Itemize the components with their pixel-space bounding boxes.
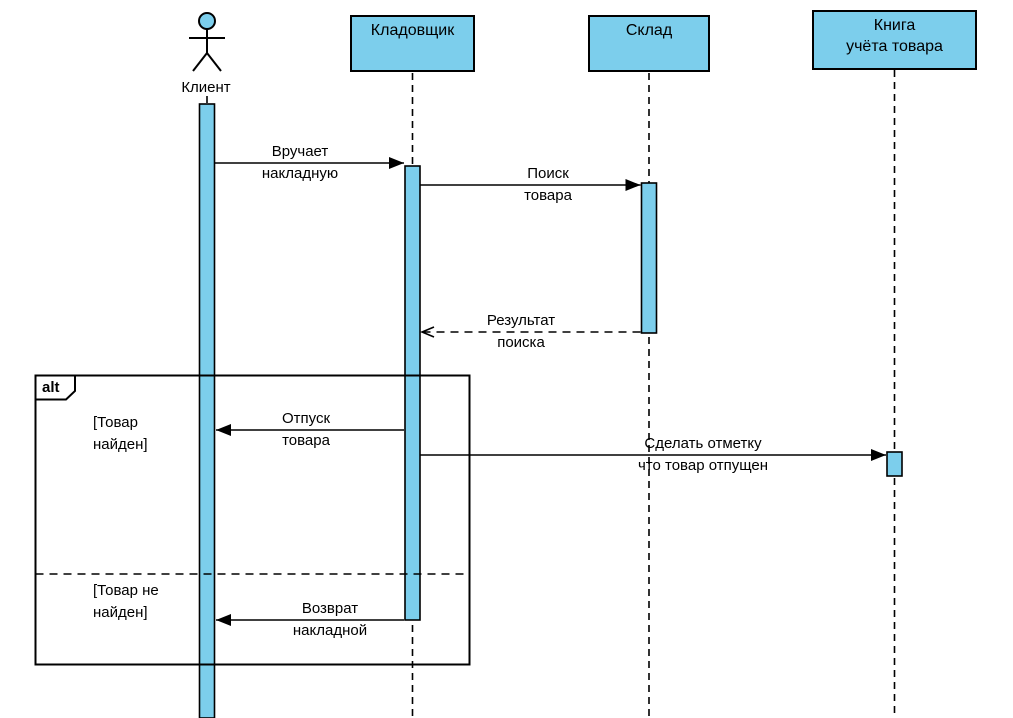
participant-warehouse: Склад bbox=[588, 15, 710, 72]
message-label-mark-released: Сделать отметку что товар отпущен bbox=[637, 435, 769, 474]
activation-storekeeper bbox=[404, 165, 421, 621]
actor-left-leg bbox=[192, 52, 208, 72]
activation-ledger bbox=[886, 451, 903, 477]
message-label-search-result: Результат поиска bbox=[486, 312, 556, 351]
message-label-return-invoice: Возврат накладной bbox=[292, 600, 368, 639]
message-label-release-goods: Отпуск товара bbox=[281, 410, 331, 449]
activation-warehouse bbox=[640, 182, 658, 334]
activation-client bbox=[198, 103, 216, 718]
actor-head bbox=[198, 12, 216, 30]
participant-ledger: Книга учёта товара bbox=[812, 10, 977, 70]
actor-right-leg bbox=[206, 52, 222, 72]
actor-figure-icon bbox=[189, 12, 225, 72]
alt-operator-pentagon bbox=[34, 374, 76, 401]
guard-goods-not-found: [Товар не найден] bbox=[93, 582, 159, 621]
message-label-hand-invoice: Вручает накладную bbox=[261, 143, 339, 182]
guard-goods-found: [Товар найден] bbox=[93, 414, 148, 453]
actor-label-client: Клиент bbox=[181, 79, 231, 96]
alt-operator-label: alt bbox=[42, 379, 60, 396]
message-label-search-goods: Поиск товара bbox=[524, 165, 572, 204]
participant-storekeeper: Кладовщик bbox=[350, 15, 475, 72]
alt-frame-border bbox=[34, 374, 471, 666]
